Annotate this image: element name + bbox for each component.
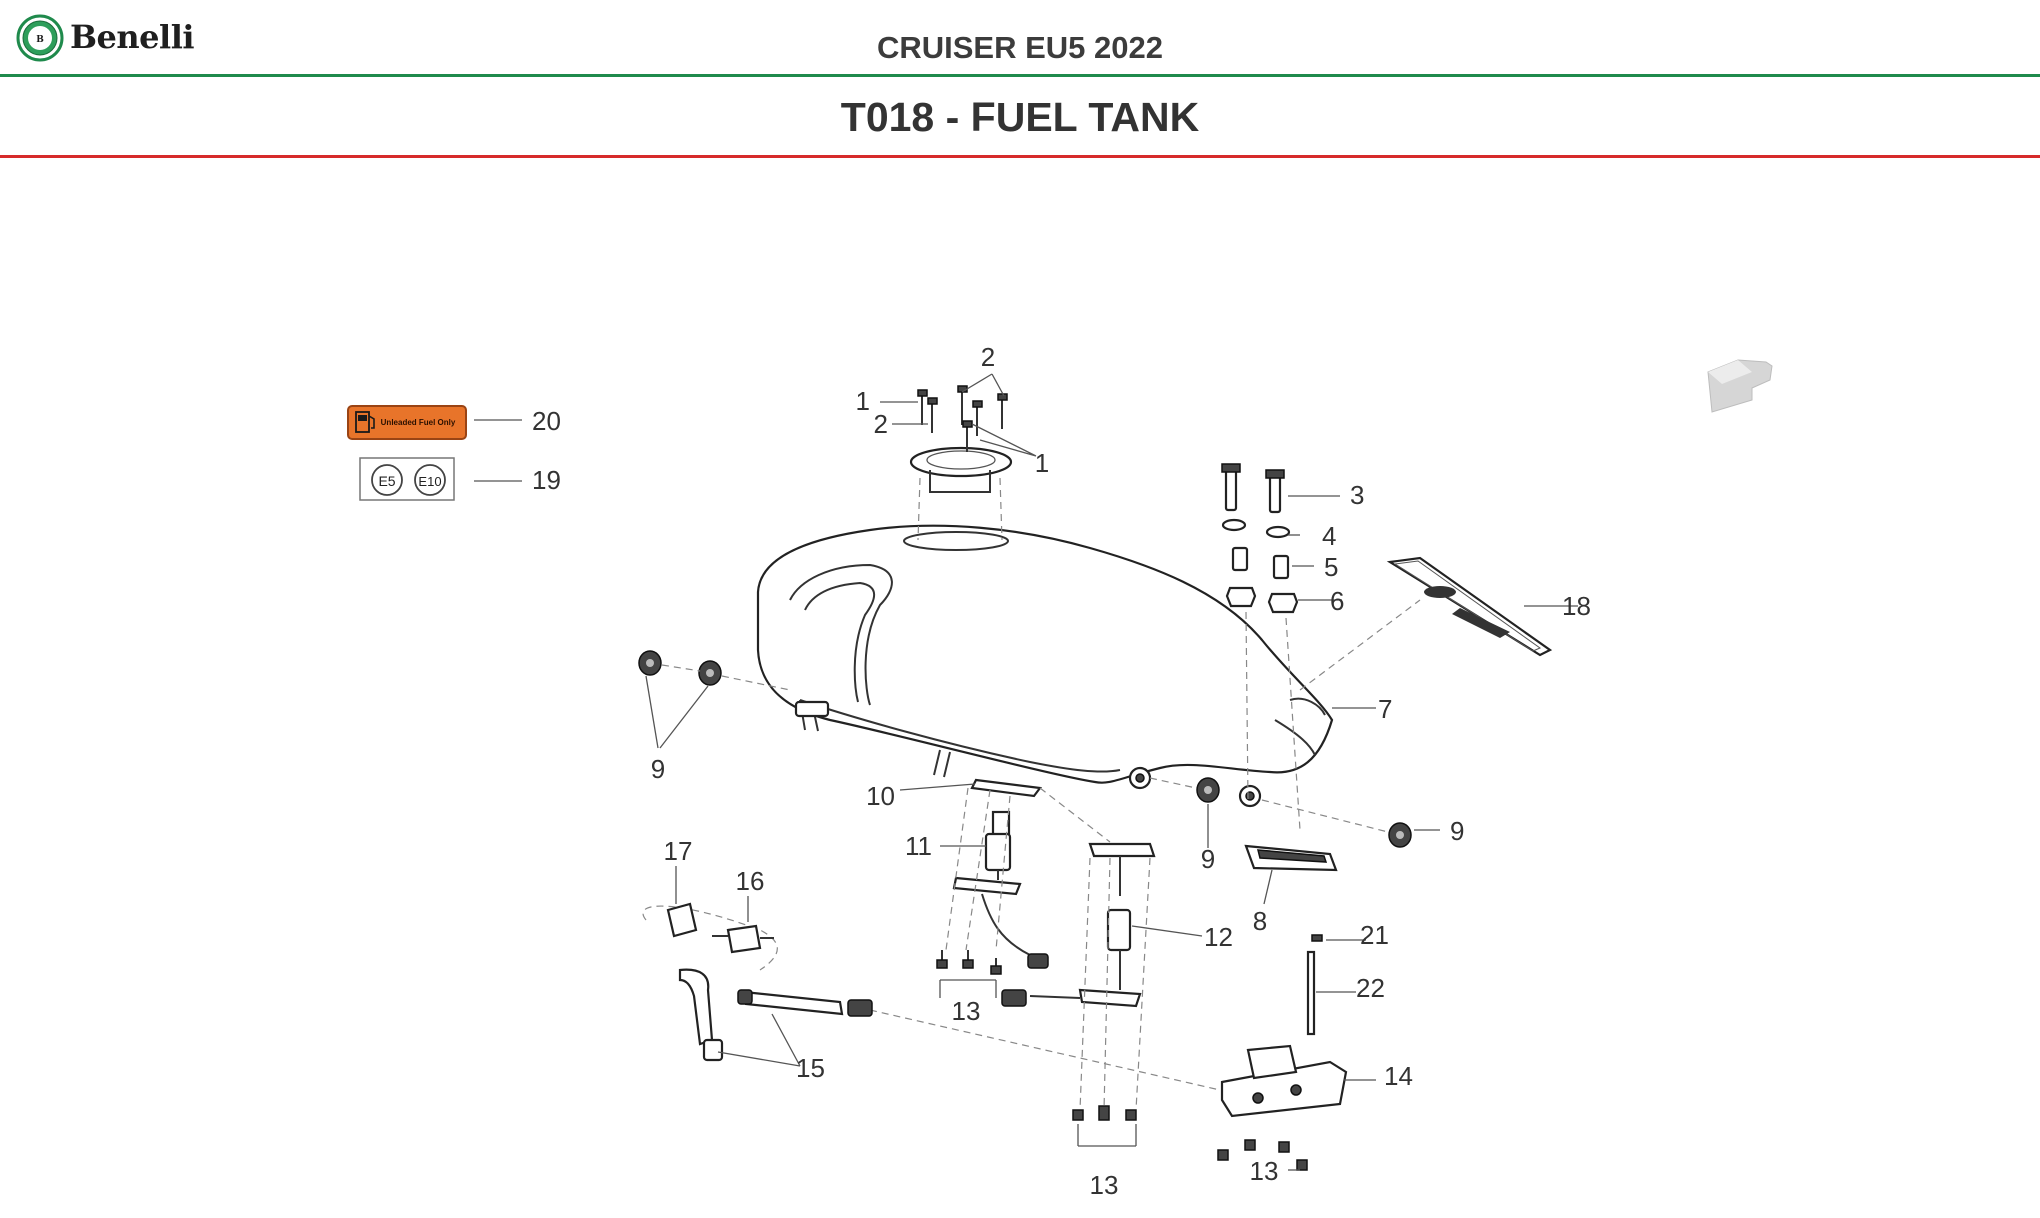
badge-e5: E5 (378, 473, 395, 489)
cap-screws[interactable] (917, 385, 1008, 452)
fuel-tank-body[interactable] (756, 524, 1334, 808)
callout-9: 9 (1201, 844, 1215, 874)
callout-13: 13 (1090, 1170, 1119, 1200)
brand-name: Benelli (70, 18, 195, 56)
callout-11: 11 (905, 831, 932, 861)
callout-10: 10 (866, 781, 895, 811)
callout-15: 15 (796, 1053, 825, 1083)
hose-and-filter-kit[interactable] (642, 902, 873, 1062)
fuel-level-sensor[interactable] (1001, 842, 1156, 1111)
callout-4: 4 (1322, 521, 1336, 551)
tank-rear-bracket[interactable] (1244, 844, 1338, 872)
fuel-pump-icon (355, 411, 375, 433)
callout-21: 21 (1360, 920, 1389, 950)
callout-1: 1 (1035, 448, 1049, 478)
svg-text:B: B (36, 35, 44, 45)
arrow-left-icon[interactable] (1707, 359, 1773, 413)
callout-9: 9 (651, 754, 665, 784)
callout-16: 16 (736, 866, 765, 896)
section-title: T018 - FUEL TANK (840, 94, 1200, 140)
callout-18: 18 (1562, 591, 1591, 621)
benelli-logo[interactable]: B Benelli (16, 14, 196, 64)
callout-2: 2 (874, 409, 888, 439)
mounting-screws[interactable] (936, 950, 1308, 1171)
fuel-sticker-text: Unleaded Fuel Only (381, 418, 456, 427)
callout-7: 7 (1378, 694, 1392, 724)
mounting-bolt-stack[interactable] (1221, 463, 1301, 831)
badge-e10: E10 (418, 474, 441, 489)
ethanol-badge-sticker[interactable]: E5 E10 (359, 457, 455, 501)
tank-badge-plate[interactable] (1299, 556, 1553, 691)
page-header: B Benelli CRUISER EU5 2022 (0, 0, 2040, 76)
callout-13: 13 (952, 996, 981, 1026)
rubber-grommets[interactable] (638, 650, 1412, 848)
fuel-cap-assembly[interactable] (909, 446, 1013, 541)
callout-19: 19 (532, 465, 561, 495)
fuel-pump-gasket[interactable] (970, 778, 1111, 843)
callout-2: 2 (981, 342, 995, 372)
title-divider (0, 155, 2040, 158)
header-divider (0, 74, 2040, 77)
callout-8: 8 (1253, 906, 1267, 936)
callout-12: 12 (1204, 922, 1233, 952)
callout-6: 6 (1330, 586, 1344, 616)
callout-5: 5 (1324, 552, 1338, 582)
callout-22: 22 (1356, 973, 1385, 1003)
callout-9: 9 (1450, 816, 1464, 846)
callout-3: 3 (1350, 480, 1364, 510)
callout-leader-lines (474, 373, 1578, 1171)
vent-cap-and-hose[interactable] (1306, 934, 1323, 1036)
evap-canister[interactable] (869, 1009, 1348, 1118)
unleaded-fuel-sticker[interactable]: Unleaded Fuel Only (347, 405, 467, 440)
benelli-emblem-icon: B (16, 14, 64, 62)
model-title: CRUISER EU5 2022 (876, 30, 1163, 65)
callout-labels: 1 2 2 1 3 4 5 6 7 8 9 9 9 10 11 12 13 13… (532, 342, 1591, 1200)
callout-14: 14 (1384, 1061, 1413, 1091)
callout-20: 20 (532, 406, 561, 436)
callout-1: 1 (856, 386, 870, 416)
callout-13: 13 (1250, 1156, 1279, 1186)
fuel-pump-unit[interactable] (945, 787, 1049, 969)
callout-17: 17 (664, 836, 693, 866)
